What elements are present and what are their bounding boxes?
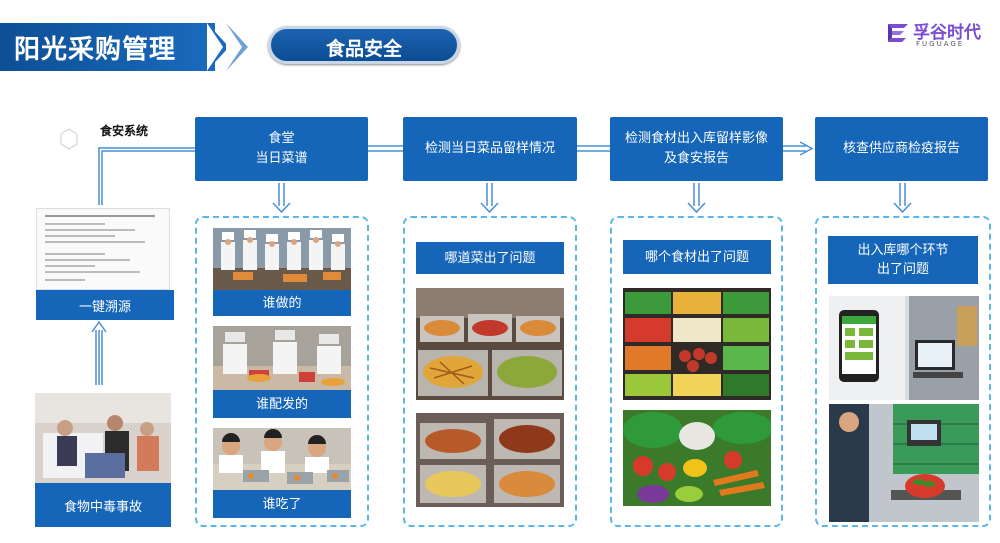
system-label: 食安系统 (100, 124, 149, 138)
process-check-ingredient-images[interactable]: 检测食材出入库留样影像及食安报告 (610, 117, 783, 181)
servers-photo (213, 326, 351, 390)
process-check-sample[interactable]: 检测当日菜品留样情况 (403, 117, 577, 181)
one-click-trace-button[interactable]: 一键溯源 (36, 290, 174, 320)
label-which-ingredient: 哪个食材出了问题 (623, 240, 771, 274)
panel-dish (403, 216, 577, 527)
buffet-dishes-photo (416, 288, 564, 400)
process-canteen-menu[interactable]: 食堂当日菜谱 (195, 117, 368, 181)
students-eating-photo (213, 428, 351, 490)
label-which-dish: 哪道菜出了问题 (416, 242, 564, 274)
line-process-chain (368, 141, 814, 156)
incident-photo (35, 393, 171, 483)
logo-text: 孚谷时代 (913, 23, 981, 43)
chefs-photo (213, 228, 351, 290)
arrow-incident-to-trace (91, 320, 107, 385)
label-which-warehouse-step: 出入库哪个环节出了问题 (828, 236, 978, 284)
page-title: 阳光采购管理 (14, 35, 177, 65)
system-screenshot (36, 208, 170, 290)
food-trays-photo (416, 413, 564, 507)
logo-subtitle: FUGUAGE (916, 40, 965, 48)
label-who-distributed: 谁配发的 (213, 390, 351, 418)
arrows-process-to-panel (272, 183, 912, 214)
line-trace-to-top (98, 147, 195, 205)
label-who-cooked: 谁做的 (213, 290, 351, 316)
section-pill[interactable]: 食品安全 (268, 26, 460, 64)
panel-ingredient (610, 216, 783, 527)
panel-canteen (195, 216, 369, 527)
warehouse-scale-photo (829, 404, 979, 522)
warehouse-tablet-photo (829, 296, 979, 400)
vegetable-bins-photo (623, 288, 771, 400)
system-icon (60, 128, 78, 150)
food-poisoning-incident-label: 食物中毒事故 (35, 483, 171, 527)
company-logo: 孚谷时代 FUGUAGE (886, 18, 994, 54)
vegetables-pile-photo (623, 410, 771, 506)
label-who-ate: 谁吃了 (213, 490, 351, 518)
process-check-supplier-report[interactable]: 核查供应商检疫报告 (815, 117, 988, 181)
page-title-banner: 阳光采购管理 (0, 23, 215, 71)
section-pill-label: 食品安全 (325, 38, 402, 60)
logo-mark-icon (888, 24, 908, 42)
panel-warehouse (815, 216, 991, 527)
